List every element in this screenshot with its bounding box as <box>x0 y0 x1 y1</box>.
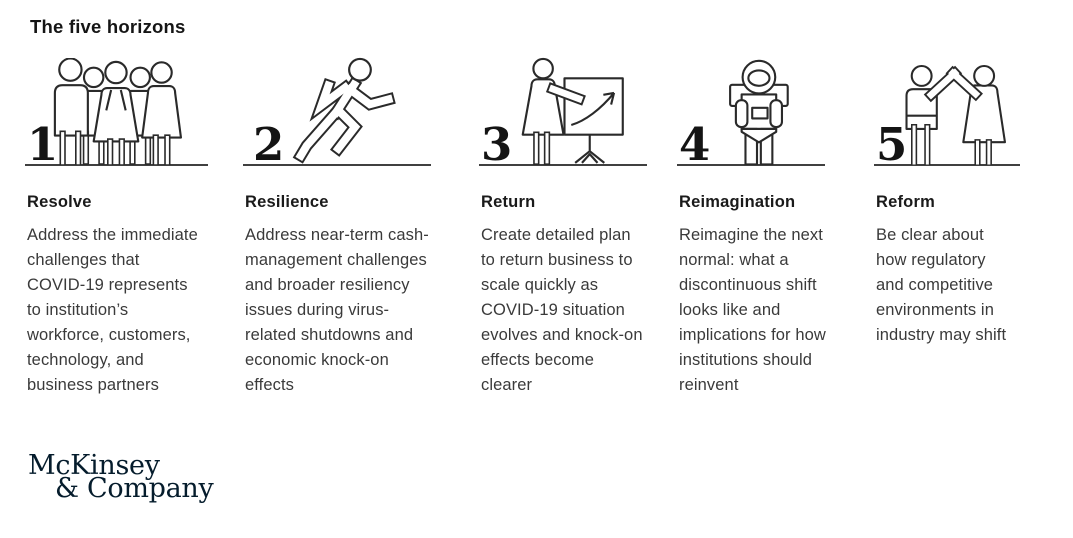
horizon-1-icon-area: 1 <box>25 44 208 171</box>
presenter-with-growth-chart-icon <box>521 58 624 165</box>
horizon-number: 5 <box>876 117 908 171</box>
horizon-column-resilience: 2 Resilience Addre <box>243 44 433 398</box>
horizon-description: Create detailed plan to return business … <box>481 226 643 394</box>
running-person-icon <box>292 57 396 164</box>
horizon-column-resolve: 1 <box>25 44 208 398</box>
horizon-heading: Reimagination <box>679 193 796 211</box>
horizon-heading: Resilience <box>245 193 329 211</box>
horizon-4-icon-area: 4 <box>677 44 825 171</box>
horizon-heading: Return <box>481 193 536 211</box>
horizon-heading: Resolve <box>27 193 92 211</box>
horizon-description: Address near-term cash-management challe… <box>245 226 429 394</box>
horizon-column-reform: 5 Reform Be clear about how regulatory a… <box>874 44 1020 348</box>
mckinsey-logo: McKinsey & Company <box>28 450 214 504</box>
horizon-number: 3 <box>481 117 513 171</box>
horizon-3-icon-area: 3 <box>479 44 647 171</box>
page-title: The five horizons <box>30 16 186 37</box>
horizon-number: 1 <box>27 117 59 171</box>
two-people-high-five-icon <box>905 65 1006 165</box>
horizon-column-reimagination: 4 Reimagination Reimagine the next norma… <box>677 44 832 398</box>
horizon-5-icon-area: 5 <box>874 44 1020 171</box>
logo-line-1: McKinsey <box>28 450 160 481</box>
horizon-number: 2 <box>253 117 285 171</box>
horizon-2-icon-area: 2 <box>243 44 431 171</box>
crowd-of-people-icon <box>53 58 183 165</box>
astronaut-icon <box>729 59 789 165</box>
horizon-description: Address the immediate challenges that CO… <box>27 226 198 394</box>
logo-line-2: & Company <box>55 473 214 504</box>
horizon-description: Reimagine the next normal: what a discon… <box>679 226 826 394</box>
horizon-column-return: 3 Return Create detailed plan to return … <box>479 44 648 398</box>
horizon-number: 4 <box>679 117 711 171</box>
horizon-heading: Reform <box>876 193 935 211</box>
horizon-description: Be clear about how regulatory and compet… <box>876 226 1007 344</box>
